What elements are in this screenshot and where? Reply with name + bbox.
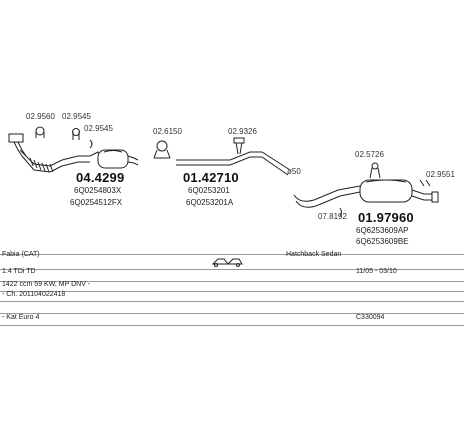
front-flange-drawing bbox=[8, 133, 27, 157]
ref-label-5: 02.9326 bbox=[228, 127, 257, 136]
part-number-3: 01.97960 bbox=[358, 210, 414, 225]
ref-label-3: 02.9545 bbox=[84, 124, 113, 133]
table-divider bbox=[0, 269, 464, 270]
part-2-oem-2: 6Q0253201A bbox=[186, 198, 234, 207]
part-3-oem-1: 6Q6253609AP bbox=[356, 226, 409, 235]
chassis-text: - Ch. 201104022418 bbox=[2, 291, 66, 298]
catalog-code-text: C330094 bbox=[356, 314, 385, 321]
rear-silencer-drawing bbox=[293, 162, 439, 217]
ref-label-6: 02.5726 bbox=[355, 150, 384, 159]
ref-label-8: 07.8192 bbox=[318, 212, 347, 221]
spec-text: 1422 ccm 59 KW, MP DNV - bbox=[2, 281, 91, 288]
pipe-diameter-label: ø50 bbox=[287, 167, 301, 176]
middle-pipe-drawing bbox=[176, 137, 291, 176]
part-2-oem-1: 6Q0253201 bbox=[188, 186, 230, 195]
front-clamp-drawing bbox=[35, 126, 93, 149]
part-number-2: 01.42710 bbox=[183, 170, 239, 185]
years-text: 11/05 - 03/10 bbox=[356, 268, 397, 275]
ref-label-2: 02.9545 bbox=[62, 112, 91, 121]
table-divider bbox=[0, 281, 464, 282]
body-style-icons bbox=[211, 258, 243, 267]
ref-label-4: 02.6150 bbox=[153, 127, 182, 136]
catalytic-converter-drawing bbox=[89, 149, 139, 169]
part-1-oem-1: 6Q0254803X bbox=[74, 186, 122, 195]
engine-text: 1.4 TDi TD bbox=[2, 268, 36, 275]
part-1-oem-2: 6Q0254512FX bbox=[70, 198, 123, 207]
flex-pipe-drawing bbox=[19, 149, 90, 173]
model-text: Fabia (CAT) bbox=[2, 251, 40, 258]
table-divider bbox=[0, 313, 464, 314]
table-divider bbox=[0, 254, 464, 255]
ref-label-7: 02.9551 bbox=[426, 170, 455, 179]
body-type-text: Hatchback Sedan bbox=[286, 251, 342, 258]
emission-text: - Kat Euro 4 bbox=[2, 314, 40, 321]
part-3-oem-2: 6Q6253609BE bbox=[356, 237, 409, 246]
part-number-1: 04.4299 bbox=[76, 170, 125, 185]
table-divider bbox=[0, 291, 464, 292]
ref-label-1: 02.9560 bbox=[26, 112, 55, 121]
table-divider bbox=[0, 325, 464, 326]
table-divider bbox=[0, 301, 464, 302]
middle-clamp-drawing bbox=[153, 140, 171, 159]
